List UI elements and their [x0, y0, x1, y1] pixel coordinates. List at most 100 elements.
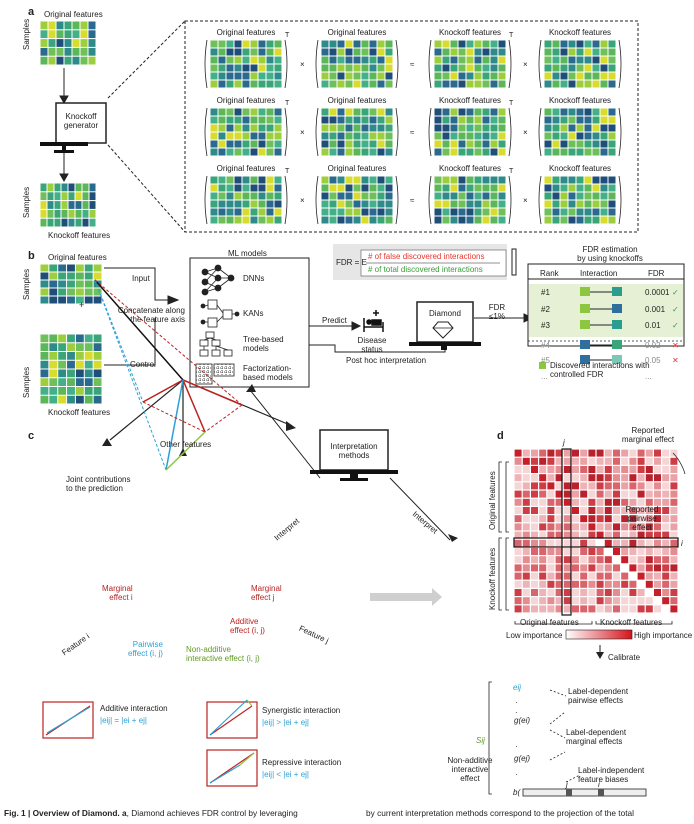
table-status: ✓	[672, 305, 679, 314]
panel-label-d: d	[497, 430, 504, 442]
disease-status-label: Disease status	[357, 336, 387, 355]
panel-label-c: c	[28, 430, 35, 442]
matrix-heatmap	[210, 176, 282, 224]
label-dependent-pairwise: Label-dependent pairwise effects	[568, 687, 629, 706]
samples-label: Samples	[22, 268, 31, 300]
table-rank: #4	[541, 341, 550, 350]
reported-pairwise-label: Reported pairwise effect	[625, 505, 659, 533]
table-status: ✕	[672, 341, 679, 350]
input-label: Input	[132, 274, 150, 283]
marginal-effect-j: Marginal effect j	[251, 584, 282, 603]
table-status: ✓	[672, 321, 679, 330]
label-dependent-marginal: Label-dependent marginal effects	[566, 728, 627, 747]
g-ej-term: g(ej)	[514, 754, 531, 763]
model-factorization: Factorization- based models	[243, 364, 293, 383]
i-marker: i	[598, 780, 600, 789]
table-fdr: 0.0001	[645, 288, 670, 297]
panel-d-overlays	[513, 448, 679, 616]
feature-square	[580, 340, 590, 349]
matrix-label: Original features	[216, 164, 276, 173]
table-header-rank: Rank	[540, 269, 559, 278]
post-hoc-label: Post hoc interpretation	[346, 356, 427, 365]
ellipsis-dot: ·	[515, 708, 518, 717]
additive-interaction-title: Additive interaction	[100, 704, 168, 713]
caption-text: , Diamond achieves FDR control by levera…	[126, 808, 298, 818]
feature-square	[612, 340, 622, 349]
panel-a-connectors	[59, 20, 639, 233]
fdr-threshold-label: FDR ≤1%	[488, 303, 506, 322]
transpose-mark: T	[285, 168, 290, 175]
samples-label: Samples	[22, 186, 31, 218]
table-header-fdr: FDR	[648, 269, 665, 278]
interpretation-monitor	[310, 429, 398, 481]
matrix-label: Knockoff features	[548, 28, 612, 37]
ml-models-title: ML models	[228, 249, 267, 258]
transpose-mark: T	[285, 32, 290, 39]
original-features-label: Original features	[48, 253, 107, 262]
original-features-label: Original features	[44, 10, 103, 19]
additive-formula: |eij| = |ei + ej|	[100, 716, 148, 725]
fdr-formula-box	[333, 244, 507, 280]
knockoff-features-label: Knockoff features	[48, 408, 111, 417]
interpretation-methods-label: Interpretation methods	[330, 442, 378, 461]
non-additive-effect-label: Non-additive interactive effect	[447, 756, 493, 784]
knockoff-features-label: Knockoff features	[48, 231, 111, 240]
model-tree: Tree-based models	[243, 335, 284, 354]
transpose-mark: T	[509, 168, 514, 175]
neural-net-icon	[201, 264, 235, 296]
table-header-interaction: Interaction	[580, 269, 618, 278]
matrix-label: Original features	[216, 96, 276, 105]
matrix-heatmap	[544, 176, 616, 224]
legend-discovered: Discovered interactions with controlled …	[550, 361, 650, 380]
table-fdr: 0.001	[645, 305, 666, 314]
predict-label: Predict	[322, 316, 347, 325]
additive-effect-label: Additive effect (i, j)	[230, 617, 265, 636]
matrix-label: Knockoff features	[438, 164, 502, 173]
interaction-heatmap	[514, 449, 678, 613]
fdr-formula-lhs: FDR = E	[336, 258, 367, 267]
matrix-label: Original features	[216, 28, 276, 37]
samples-label: Samples	[22, 18, 31, 50]
interaction-type-diagrams	[42, 699, 258, 787]
repressive-formula: |eij| < |ei + ej|	[262, 770, 310, 779]
matrix-label: Knockoff features	[438, 28, 502, 37]
other-features-label: Other features	[160, 440, 212, 449]
table-fdr: 0.02	[645, 341, 661, 350]
non-additive-label: Non-additive interactive effect (i, j)	[186, 645, 260, 664]
transpose-mark: T	[285, 100, 290, 107]
original-features-axis: Original features	[488, 471, 497, 530]
feature-square	[612, 304, 622, 313]
caption-right: by current interpretation methods corres…	[366, 808, 634, 818]
table-fdr: 0.01	[645, 321, 661, 330]
original-features-heatmap	[40, 21, 96, 65]
importance-colorbar	[565, 629, 633, 640]
matrix-label: Original features	[327, 28, 387, 37]
matrix-label: Knockoff features	[548, 164, 612, 173]
disease-bed-icon	[363, 310, 384, 332]
fdr-denominator: # of total discovered interactions	[368, 265, 483, 274]
operator-symbol: ×	[523, 196, 528, 205]
grey-arrow	[370, 588, 442, 606]
matrix-label: Original features	[327, 96, 387, 105]
matrix-heatmap	[434, 40, 506, 88]
synergistic-formula: |eij| > |ei + ej|	[262, 718, 310, 727]
matrix-heatmap	[210, 108, 282, 156]
ml-model-icons	[195, 264, 240, 385]
matrix-label: Knockoff features	[438, 96, 502, 105]
matrix-heatmap	[321, 40, 393, 88]
table-status: ✓	[672, 288, 679, 297]
control-label: Control	[130, 360, 156, 369]
ellipsis-dot: ·	[515, 698, 518, 707]
knockoff-features-heatmap	[40, 183, 96, 227]
plus-sign: +	[79, 300, 85, 310]
matrix-heatmap	[321, 108, 393, 156]
operator-symbol: ×	[300, 196, 305, 205]
row-i-label: i	[681, 539, 683, 548]
panel-d-brackets	[498, 452, 686, 625]
model-dnns: DNNs	[243, 274, 265, 283]
feature-square	[580, 304, 590, 313]
samples-label: Samples	[22, 366, 31, 398]
matrix-heatmap	[544, 108, 616, 156]
matrix-heatmap	[544, 40, 616, 88]
eij-term: eij	[513, 683, 522, 692]
